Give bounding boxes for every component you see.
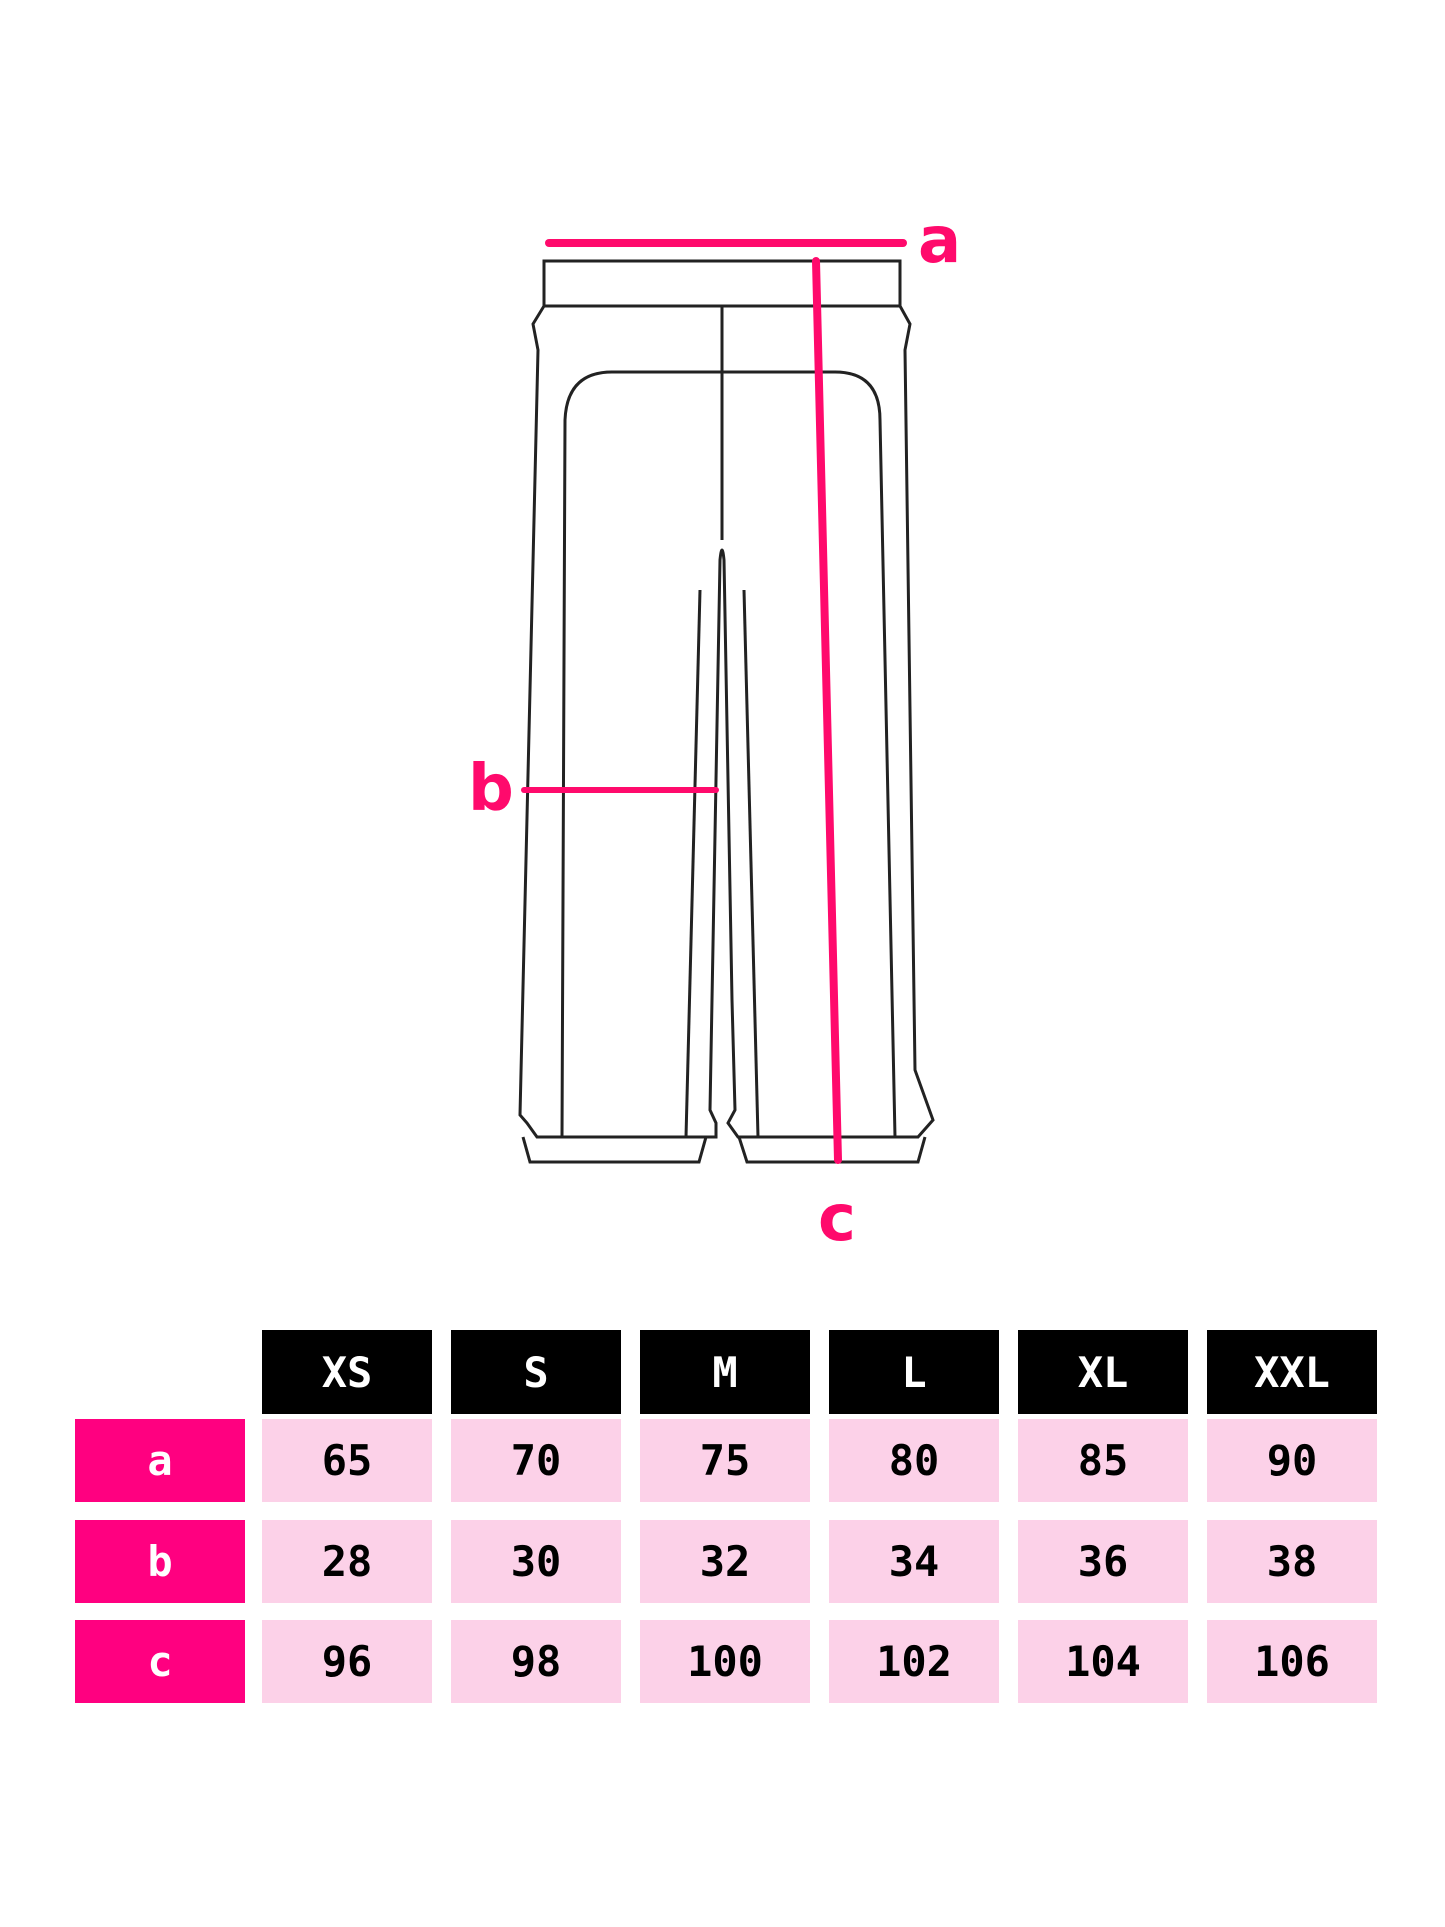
table-cell: 100	[640, 1620, 810, 1703]
table-cell: 106	[1207, 1620, 1377, 1703]
table-cell: 28	[262, 1520, 432, 1603]
table-cell: 90	[1207, 1419, 1377, 1502]
table-cell: 32	[640, 1520, 810, 1603]
table-cell: 75	[640, 1419, 810, 1502]
row-label-c: c	[75, 1620, 245, 1703]
table-cell: 34	[829, 1520, 999, 1603]
size-header-s: S	[451, 1330, 621, 1414]
measurement-c-line	[812, 257, 842, 1164]
table-cell: 85	[1018, 1419, 1188, 1502]
table-cell: 30	[451, 1520, 621, 1603]
row-label-b: b	[75, 1520, 245, 1603]
table-cell: 102	[829, 1620, 999, 1703]
table-cell: 36	[1018, 1520, 1188, 1603]
pants-diagram: a b c	[468, 204, 961, 1256]
measurement-b-label: b	[468, 752, 514, 826]
table-cell: 98	[451, 1620, 621, 1703]
size-header-xxl: XXL	[1207, 1330, 1377, 1414]
table-cell: 104	[1018, 1620, 1188, 1703]
size-header-m: M	[640, 1330, 810, 1414]
size-header-xl: XL	[1018, 1330, 1188, 1414]
table-cell: 80	[829, 1419, 999, 1502]
measurement-a-label: a	[918, 204, 961, 278]
table-cell: 70	[451, 1419, 621, 1502]
table-cell: 65	[262, 1419, 432, 1502]
row-label-a: a	[75, 1419, 245, 1502]
measurement-c-label: c	[818, 1182, 856, 1256]
size-header-l: L	[829, 1330, 999, 1414]
size-header-xs: XS	[262, 1330, 432, 1414]
pants-outline	[518, 259, 935, 1164]
table-cell: 38	[1207, 1520, 1377, 1603]
table-cell: 96	[262, 1620, 432, 1703]
